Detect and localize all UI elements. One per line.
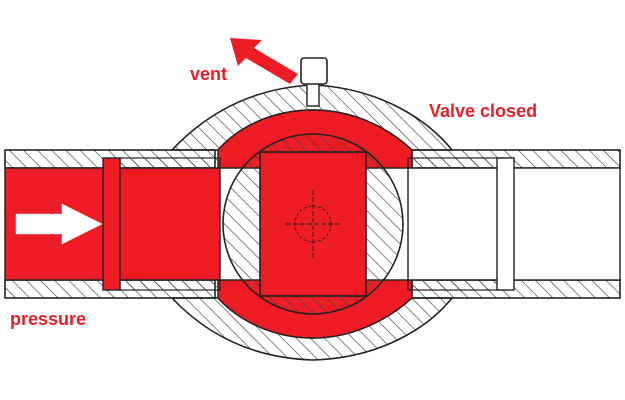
crosshair-icon (286, 190, 340, 258)
arrow-right-icon (15, 203, 103, 245)
seat-ring-right (496, 157, 515, 291)
seat-sleeve-right-top (407, 157, 504, 169)
ball-bore (259, 151, 367, 297)
seat-sleeve-right-bottom (407, 279, 504, 291)
seat-sleeve-left-bottom (119, 279, 221, 291)
valve-status-label: Valve closed (429, 101, 537, 121)
seat-ring-left (102, 157, 121, 291)
vent-label: vent (190, 64, 227, 84)
seat-sleeve-left-top (119, 157, 221, 169)
pressure-label: pressure (10, 309, 86, 329)
arrow-up-left-icon (230, 38, 298, 84)
vent-stem (306, 81, 320, 107)
vent-cap (300, 57, 328, 85)
